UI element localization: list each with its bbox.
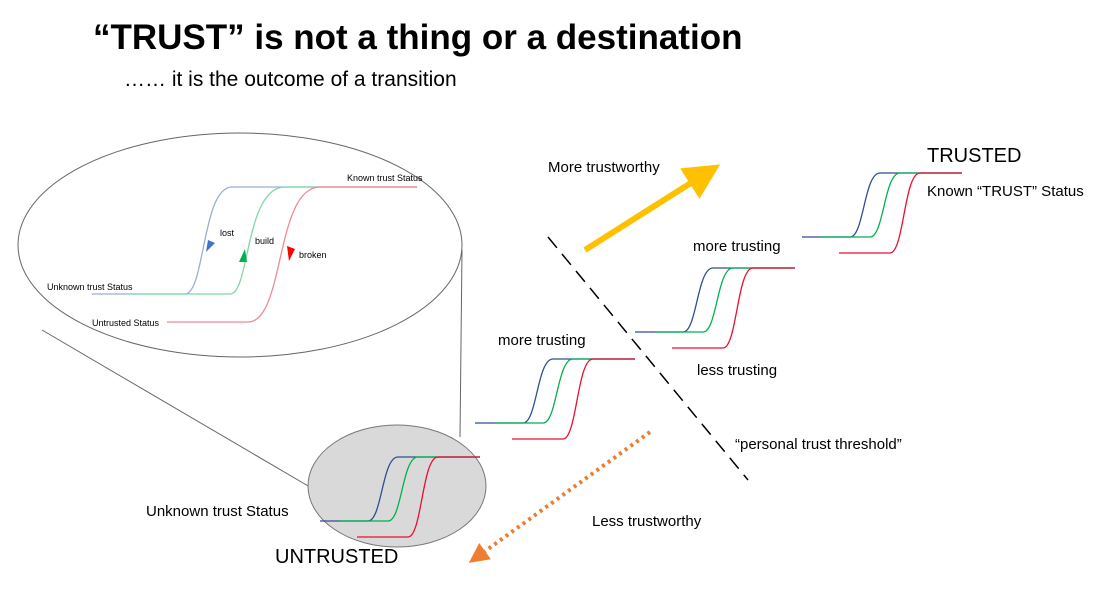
- transition-group-2: [635, 267, 795, 349]
- less-trustworthy-label: Less trustworthy: [592, 513, 702, 530]
- green-curve: [340, 456, 480, 522]
- broken-curve: [167, 186, 417, 323]
- blue-curve: [635, 267, 795, 333]
- more-trustworthy-label: More trustworthy: [548, 159, 660, 176]
- trusted-group: [802, 172, 962, 254]
- untrusted-group: [320, 456, 480, 538]
- transition-group-1: [475, 358, 635, 440]
- more-trusting-label-upper: more trusting: [693, 238, 781, 255]
- detail-lost-label: lost: [220, 228, 235, 238]
- red-curve: [357, 456, 480, 538]
- detail-unknown-label: Unknown trust Status: [47, 282, 133, 292]
- zoom-connector-right: [459, 249, 463, 438]
- blue-curve: [475, 358, 635, 424]
- green-curve: [655, 267, 795, 333]
- lost-arrow-icon: [206, 240, 215, 252]
- trusted-label: TRUSTED: [927, 145, 1022, 167]
- less-trusting-label: less trusting: [697, 362, 778, 379]
- zoom-connector-left: [41, 329, 316, 491]
- personal-trust-threshold-line: [547, 236, 749, 481]
- more-trusting-label-lower: more trusting: [498, 332, 586, 349]
- build-arrow-icon: [239, 249, 247, 262]
- red-curve: [512, 358, 635, 440]
- detail-build-label: build: [255, 236, 275, 246]
- lost-curve: [92, 186, 417, 295]
- page-title: “TRUST” is not a thing or a destination: [93, 18, 743, 57]
- detail-broken-label: broken: [299, 250, 327, 260]
- threshold-label: “personal trust threshold”: [735, 436, 902, 453]
- untrusted-ellipse: [307, 424, 487, 548]
- unknown-trust-status-label: Unknown trust Status: [146, 503, 289, 520]
- build-curve: [130, 186, 417, 295]
- red-curve: [839, 172, 962, 254]
- green-curve: [822, 172, 962, 238]
- red-curve: [672, 267, 795, 349]
- untrusted-label: UNTRUSTED: [275, 546, 399, 568]
- detail-untrusted-label: Untrusted Status: [92, 318, 160, 328]
- broken-arrow-icon: [287, 246, 295, 261]
- page-subtitle: …… it is the outcome of a transition: [124, 68, 457, 91]
- less-trustworthy-arrow-icon: [468, 430, 652, 563]
- known-trust-status-label: Known “TRUST” Status: [927, 183, 1084, 200]
- detail-ellipse: [17, 132, 463, 358]
- green-curve: [495, 358, 635, 424]
- more-trustworthy-arrow-icon: [583, 164, 721, 253]
- detail-known-label: Known trust Status: [347, 173, 423, 183]
